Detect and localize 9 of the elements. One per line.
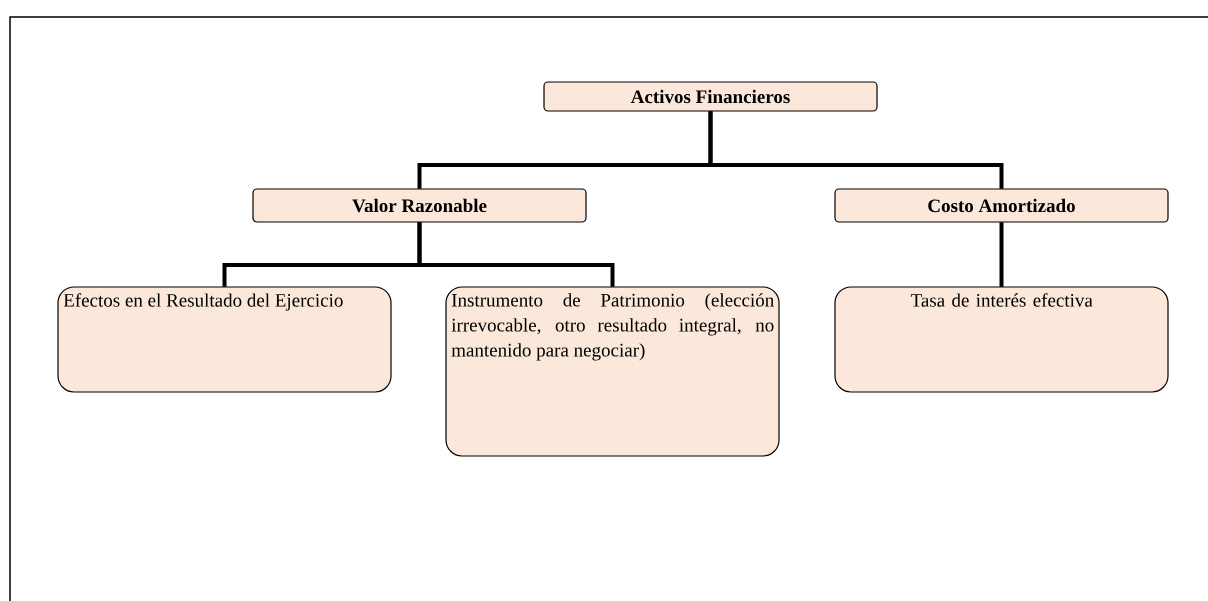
category-box: Activos Financieros: [543, 81, 878, 112]
description-box: Efectos en el Resultado del Ejercicio: [57, 286, 392, 393]
description-box: Instrumento de Patrimonio (elección irrevocable, otro resultado integral, no mantenido para negociar): [445, 286, 780, 457]
category-box: Costo Amortizado: [834, 188, 1169, 223]
connector: [999, 222, 1004, 287]
connector: [708, 111, 1004, 189]
category-box: Valor Razonable: [252, 188, 587, 223]
connector: [417, 222, 615, 287]
description-box: Tasa de interés efectiva: [834, 286, 1169, 393]
